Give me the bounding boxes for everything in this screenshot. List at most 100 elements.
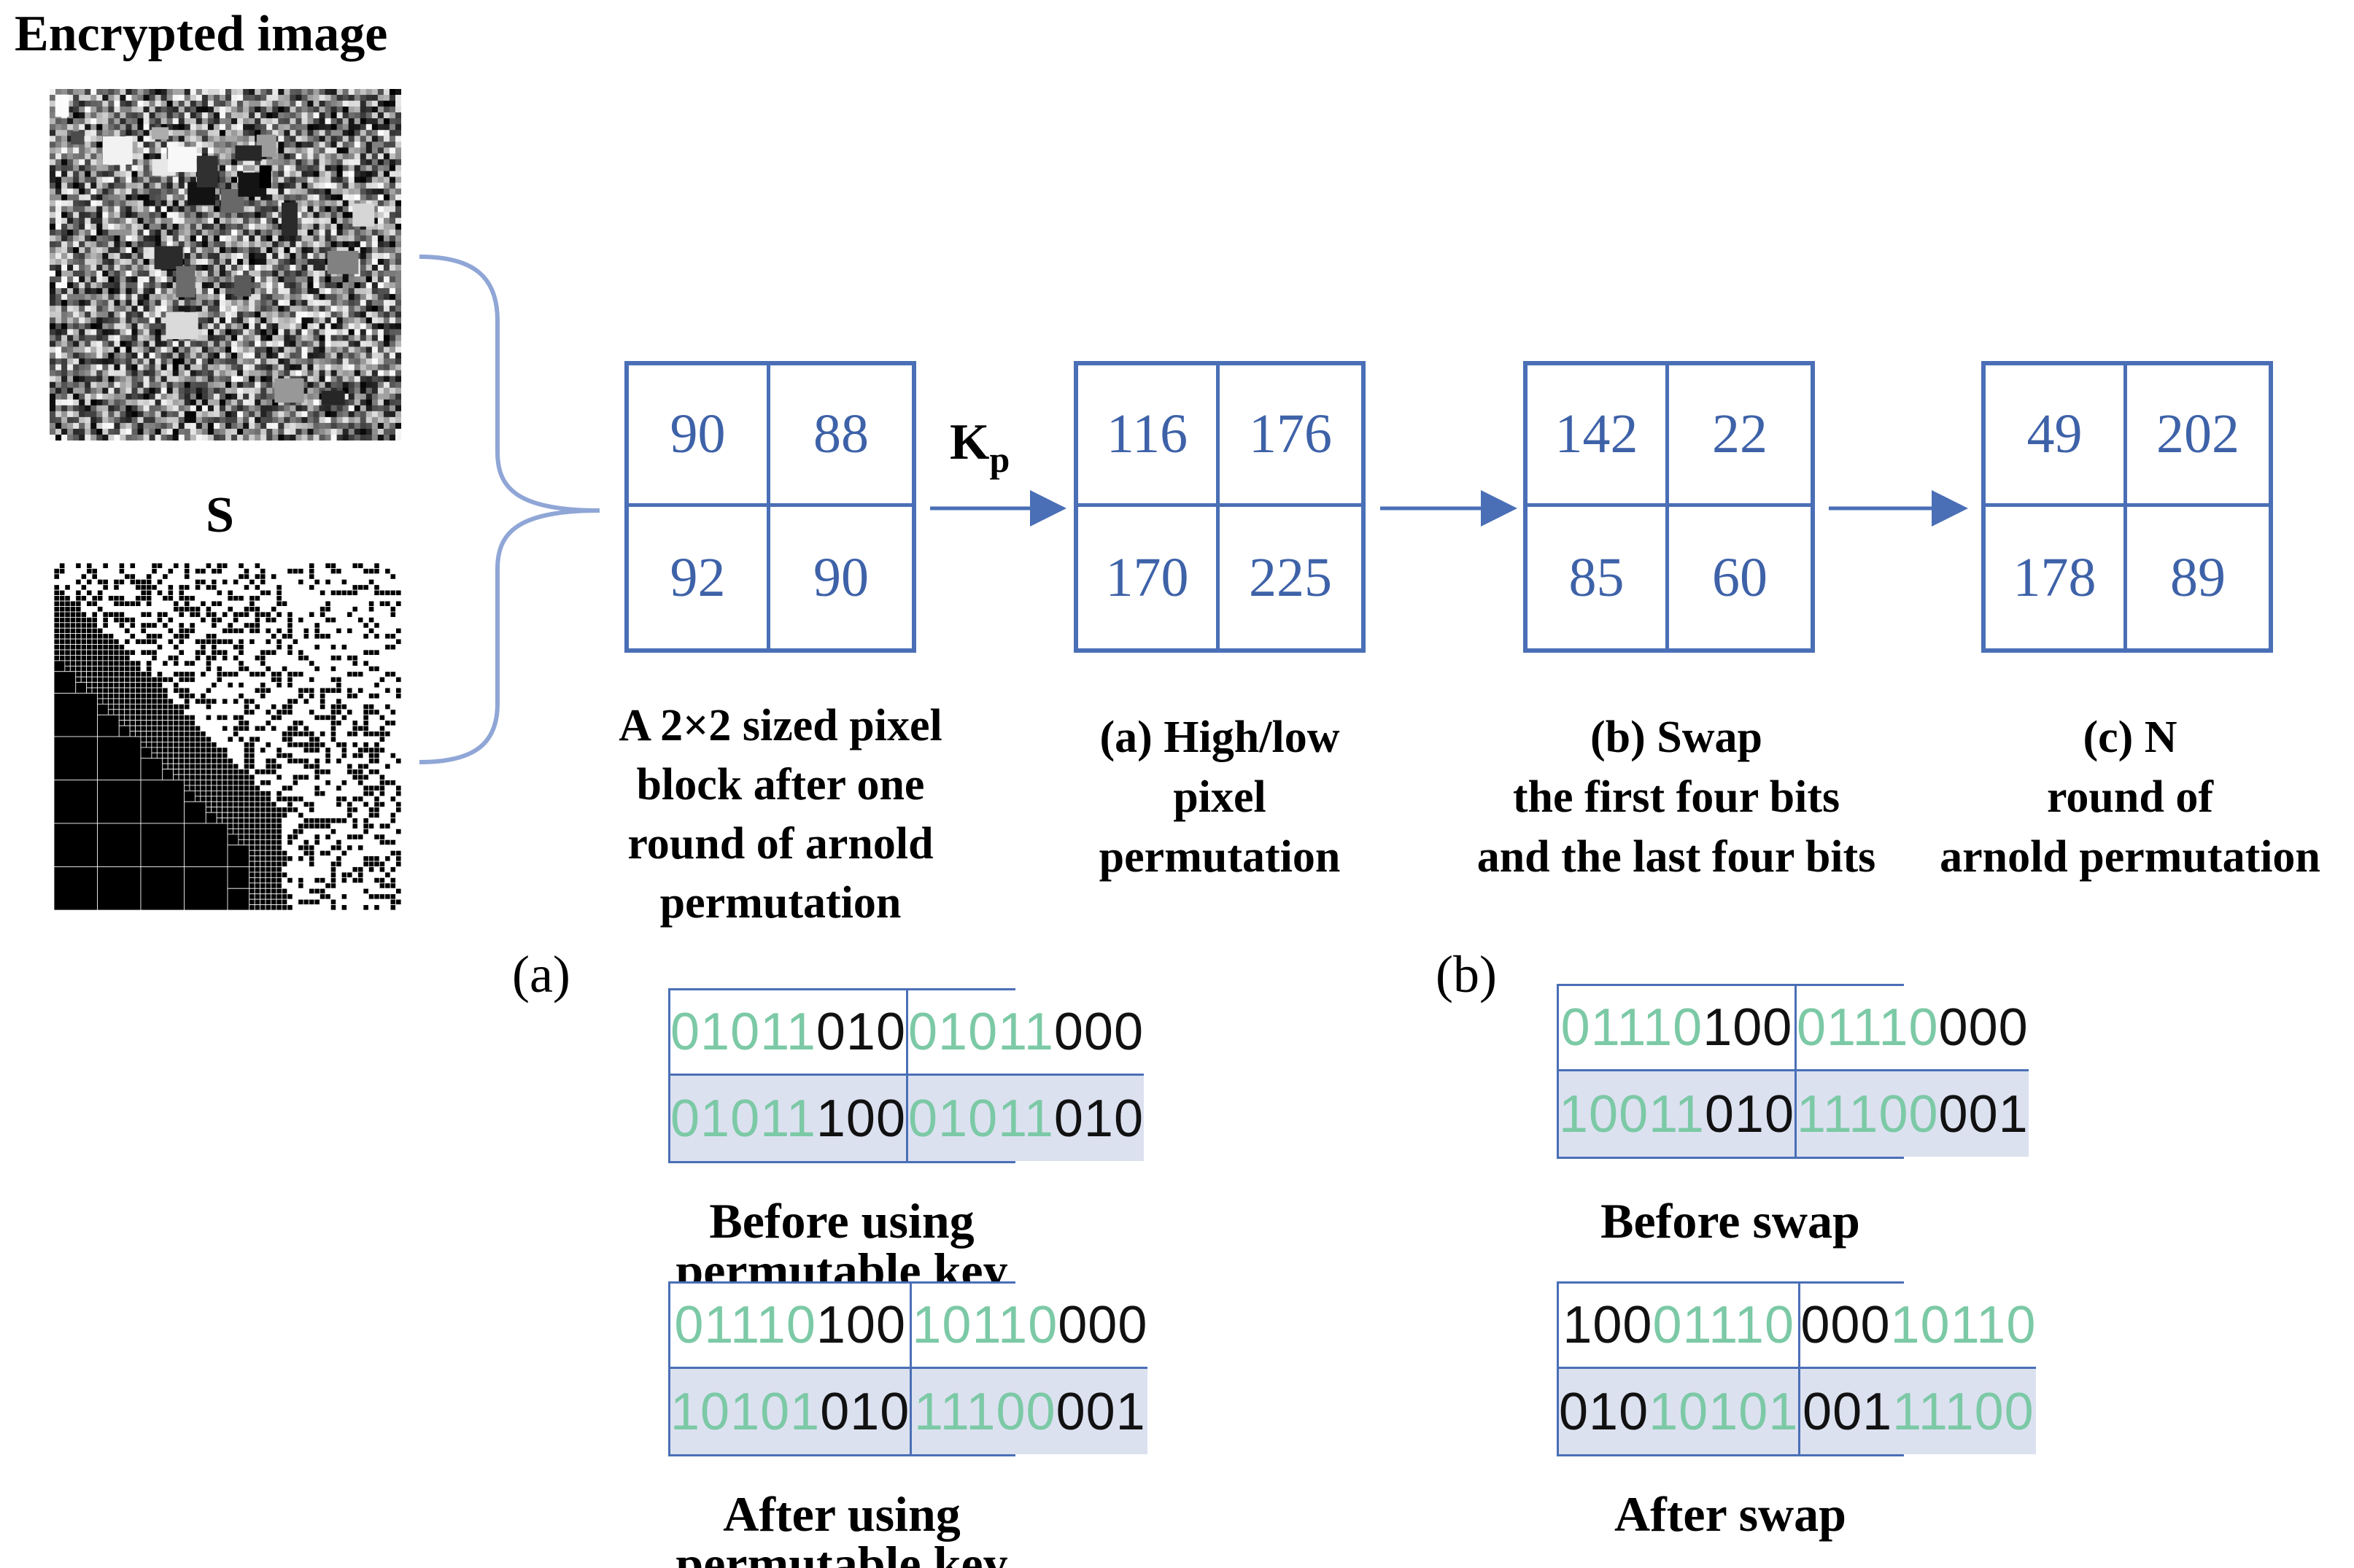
bit-group-green: 01110 bbox=[1652, 1296, 1795, 1354]
caption-line: permutation bbox=[659, 878, 902, 928]
pixel-cell: 90 bbox=[813, 546, 869, 608]
caption-line: (c) N bbox=[2083, 713, 2177, 762]
bit-group-green: 01011 bbox=[908, 1089, 1054, 1148]
panel-label-a: (a) bbox=[512, 945, 570, 1004]
pixel-block-swap: 142 22 85 60 bbox=[1523, 361, 1815, 653]
bit-group-black: 010 bbox=[1053, 1089, 1145, 1148]
bit-group-black: 010 bbox=[816, 1003, 907, 1061]
bit-group-black: 010 bbox=[1559, 1382, 1649, 1441]
panel-label-b: (b) bbox=[1436, 945, 1497, 1004]
pixel-cell: 90 bbox=[629, 365, 770, 507]
bit-table-title: Before using permutable key bbox=[675, 1193, 1008, 1298]
permutable-key-label: Kp bbox=[950, 414, 1010, 478]
bit-group-black: 100 bbox=[1703, 998, 1793, 1057]
bit-group-green: 01011 bbox=[908, 1003, 1054, 1061]
pixel-block-arnold: 49 202 178 89 bbox=[1981, 361, 2273, 653]
caption-line: arnold permutation bbox=[1940, 832, 2320, 882]
s-quadtree-image bbox=[54, 563, 401, 910]
bit-group-green: 01110 bbox=[1797, 998, 1939, 1057]
pixel-cell: 142 bbox=[1528, 365, 1669, 507]
pixel-cell: 85 bbox=[1528, 507, 1669, 648]
bit-group-green: 01011 bbox=[670, 1089, 816, 1148]
kp-subscript: p bbox=[989, 439, 1010, 480]
bit-group-green: 10110 bbox=[912, 1296, 1058, 1354]
caption-high-low: (a) High/low pixel permutation bbox=[1001, 707, 1439, 887]
kp-main: K bbox=[950, 414, 990, 470]
caption-line: permutation bbox=[1099, 832, 1341, 882]
caption-line: round of bbox=[2047, 772, 2213, 822]
s-label: S bbox=[206, 487, 234, 543]
pixel-cell: 178 bbox=[1986, 507, 2127, 648]
bit-group-black: 100 bbox=[816, 1296, 907, 1354]
pixel-cell: 60 bbox=[1712, 546, 1768, 608]
bit-group-green: 11100 bbox=[1797, 1084, 1939, 1144]
caption-line: round of arnold bbox=[627, 819, 934, 869]
pixel-cell: 89 bbox=[2170, 546, 2226, 608]
pixel-cell: 176 bbox=[1220, 365, 1361, 507]
caption-line: pixel bbox=[1173, 772, 1266, 822]
pixel-cell: 202 bbox=[2127, 365, 2269, 507]
bit-group-green: 11100 bbox=[914, 1382, 1056, 1441]
bit-group-black: 001 bbox=[1938, 1084, 2029, 1144]
bit-group-green: 10101 bbox=[670, 1382, 821, 1441]
bit-group-black: 010 bbox=[1704, 1084, 1795, 1144]
bit-group-green: 10011 bbox=[1559, 1084, 1705, 1144]
caption-initial-block: A 2×2 sized pixel block after one round … bbox=[562, 696, 999, 933]
bit-group-green: 10110 bbox=[1890, 1296, 2037, 1354]
caption-line: A 2×2 sized pixel bbox=[619, 701, 942, 750]
pixel-cell: 170 bbox=[1078, 507, 1220, 648]
caption-swap: (b) Swap the first four bits and the las… bbox=[1421, 707, 1932, 887]
bit-group-black: 000 bbox=[1938, 998, 2029, 1057]
bit-group-black: 100 bbox=[1563, 1296, 1653, 1354]
bit-table-title: After using permutable key bbox=[675, 1486, 1008, 1568]
bit-group-green: 11100 bbox=[1892, 1382, 2034, 1441]
caption-arnold: (c) N round of arnold permutation bbox=[1911, 707, 2349, 887]
caption-line: and the last four bits bbox=[1476, 832, 1876, 882]
bit-group-black: 001 bbox=[1056, 1382, 1146, 1441]
bit-group-black: 000 bbox=[1053, 1003, 1145, 1061]
bit-group-black: 001 bbox=[1803, 1382, 1893, 1441]
bit-table-title: Before swap bbox=[1600, 1193, 1860, 1249]
merge-brace bbox=[419, 255, 600, 764]
bit-group-green: 01011 bbox=[670, 1003, 816, 1061]
bit-group-green: 01110 bbox=[1560, 998, 1703, 1057]
caption-line: block after one bbox=[636, 760, 925, 810]
bit-table-title: After swap bbox=[1614, 1486, 1846, 1542]
encrypted-image bbox=[50, 89, 401, 440]
bit-group-black: 100 bbox=[816, 1089, 907, 1148]
pixel-cell: 88 bbox=[770, 365, 912, 507]
caption-line: (b) Swap bbox=[1590, 713, 1762, 762]
encrypted-image-title: Encrypted image bbox=[15, 6, 388, 62]
bit-group-green: 10101 bbox=[1649, 1382, 1799, 1441]
pixel-cell: 225 bbox=[1249, 546, 1332, 608]
bit-group-black: 000 bbox=[1058, 1296, 1148, 1354]
pixel-block-initial: 90 88 92 90 bbox=[624, 361, 916, 653]
pixel-cell: 92 bbox=[629, 507, 770, 648]
caption-line: the first four bits bbox=[1512, 772, 1840, 822]
bit-group-black: 010 bbox=[820, 1382, 910, 1441]
bit-group-black: 000 bbox=[1800, 1296, 1891, 1354]
bit-group-green: 01110 bbox=[674, 1296, 816, 1354]
